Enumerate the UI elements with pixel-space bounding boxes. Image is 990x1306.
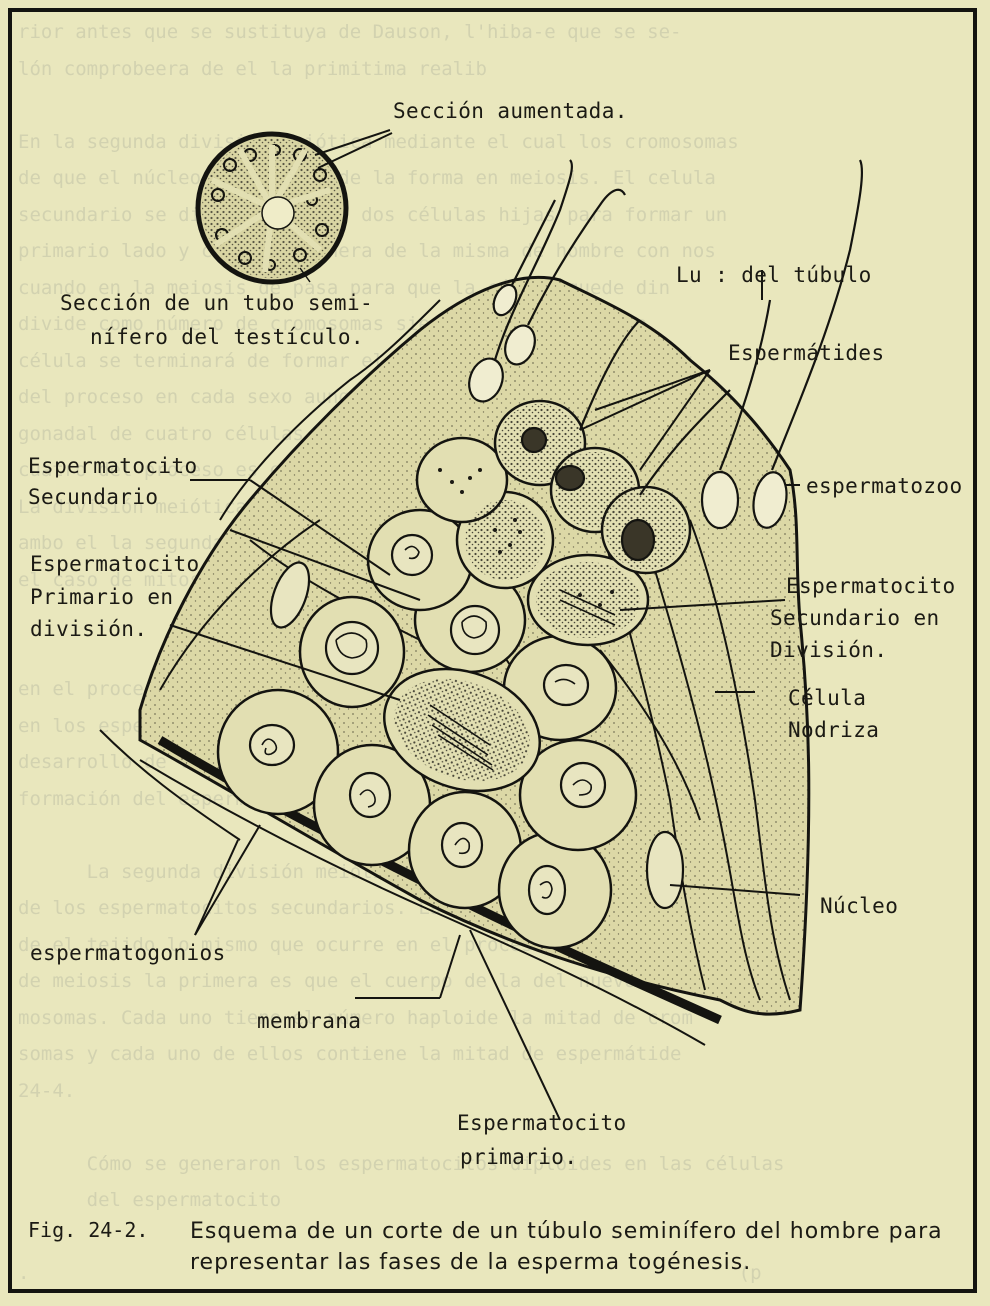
label-secundario-division-3: División. [770, 637, 887, 663]
sertoli-nucleus [647, 832, 683, 908]
label-secundario-division-1: Espermatocito [786, 573, 956, 599]
label-espermatocito-secundario-1: Espermatocito [28, 453, 198, 479]
label-membrana: membrana [257, 1008, 361, 1034]
label-nucleo: Núcleo [820, 893, 898, 919]
leader-espermatocito-primario [470, 930, 560, 1120]
label-secundario-division-2: Secundario en [770, 605, 940, 631]
label-primario-division-3: división. [30, 616, 147, 642]
figure-caption: Esquema de un corte de un túbulo seminíf… [190, 1216, 960, 1278]
label-espermatides: Espermátides [728, 340, 885, 366]
leader-espermatogonios [195, 825, 260, 935]
tube-cross-section [198, 130, 392, 282]
figure-number: Fig. 24-2. [28, 1218, 148, 1242]
label-espermatocito-secundario-2: Secundario [28, 484, 158, 510]
label-primario-division-1: Espermatocito [30, 551, 200, 577]
label-celula-nodriza-1: Célula [788, 685, 866, 711]
label-luz-tubulo: Lu : del túbulo [676, 262, 872, 288]
leader-espermatogonios [195, 840, 238, 935]
leader-membrana [440, 935, 460, 998]
label-seccion-tubo-line2: nífero del testículo. [90, 324, 364, 350]
label-seccion-tubo-line1: Sección de un tubo semi- [60, 290, 373, 316]
label-espermatocito-primario-1: Espermatocito [457, 1110, 627, 1136]
label-espermatogonios: espermatogonios [30, 940, 226, 966]
label-primario-division-2: Primario en [30, 584, 173, 610]
label-espermatozoo: espermatozoo [806, 473, 963, 499]
label-seccion-aumentada: Sección aumentada. [393, 98, 628, 124]
label-celula-nodriza-2: Nodriza [788, 717, 879, 743]
label-espermatocito-primario-2: primario. [460, 1144, 577, 1170]
